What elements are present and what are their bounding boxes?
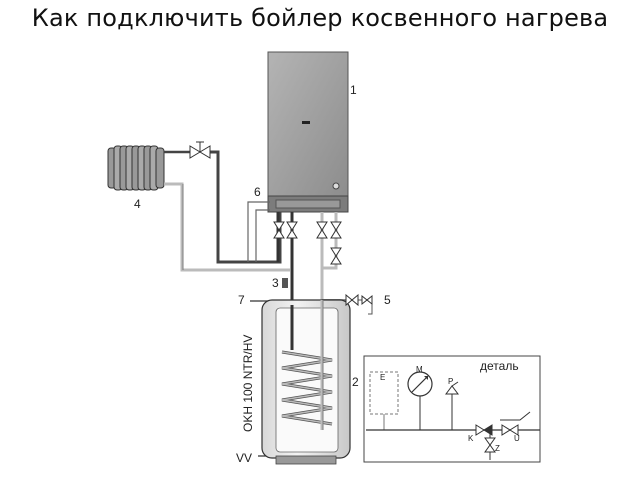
label-item-7: 7: [238, 293, 245, 307]
label-detail: деталь: [480, 359, 519, 373]
label-m: M: [416, 365, 423, 374]
label-u: U: [514, 434, 520, 443]
water-heater-tank: [261, 299, 351, 465]
label-item-6: 6: [254, 185, 261, 199]
tank-model-label: OKH 100 NTR/HV: [241, 335, 255, 432]
sensor-3: [282, 278, 288, 288]
label-radiator: 4: [134, 197, 141, 211]
label-drain: VV: [236, 451, 252, 465]
label-detail-box: 2: [352, 375, 359, 389]
radiator-valve: [189, 141, 211, 159]
label-item-5: 5: [384, 293, 391, 307]
gas-boiler: [267, 51, 349, 213]
radiator: [107, 145, 165, 191]
label-z: Z: [495, 444, 500, 453]
label-e: E: [380, 373, 385, 382]
detail-box: [363, 355, 541, 463]
label-item-3: 3: [272, 276, 279, 290]
label-boiler: 1: [350, 83, 357, 97]
boiler-valves: [273, 221, 342, 265]
label-k: K: [468, 434, 474, 443]
label-p: P: [448, 377, 453, 386]
page-title: Как подключить бойлер косвенного нагрева: [31, 4, 609, 32]
outlet-valves: [345, 293, 373, 307]
